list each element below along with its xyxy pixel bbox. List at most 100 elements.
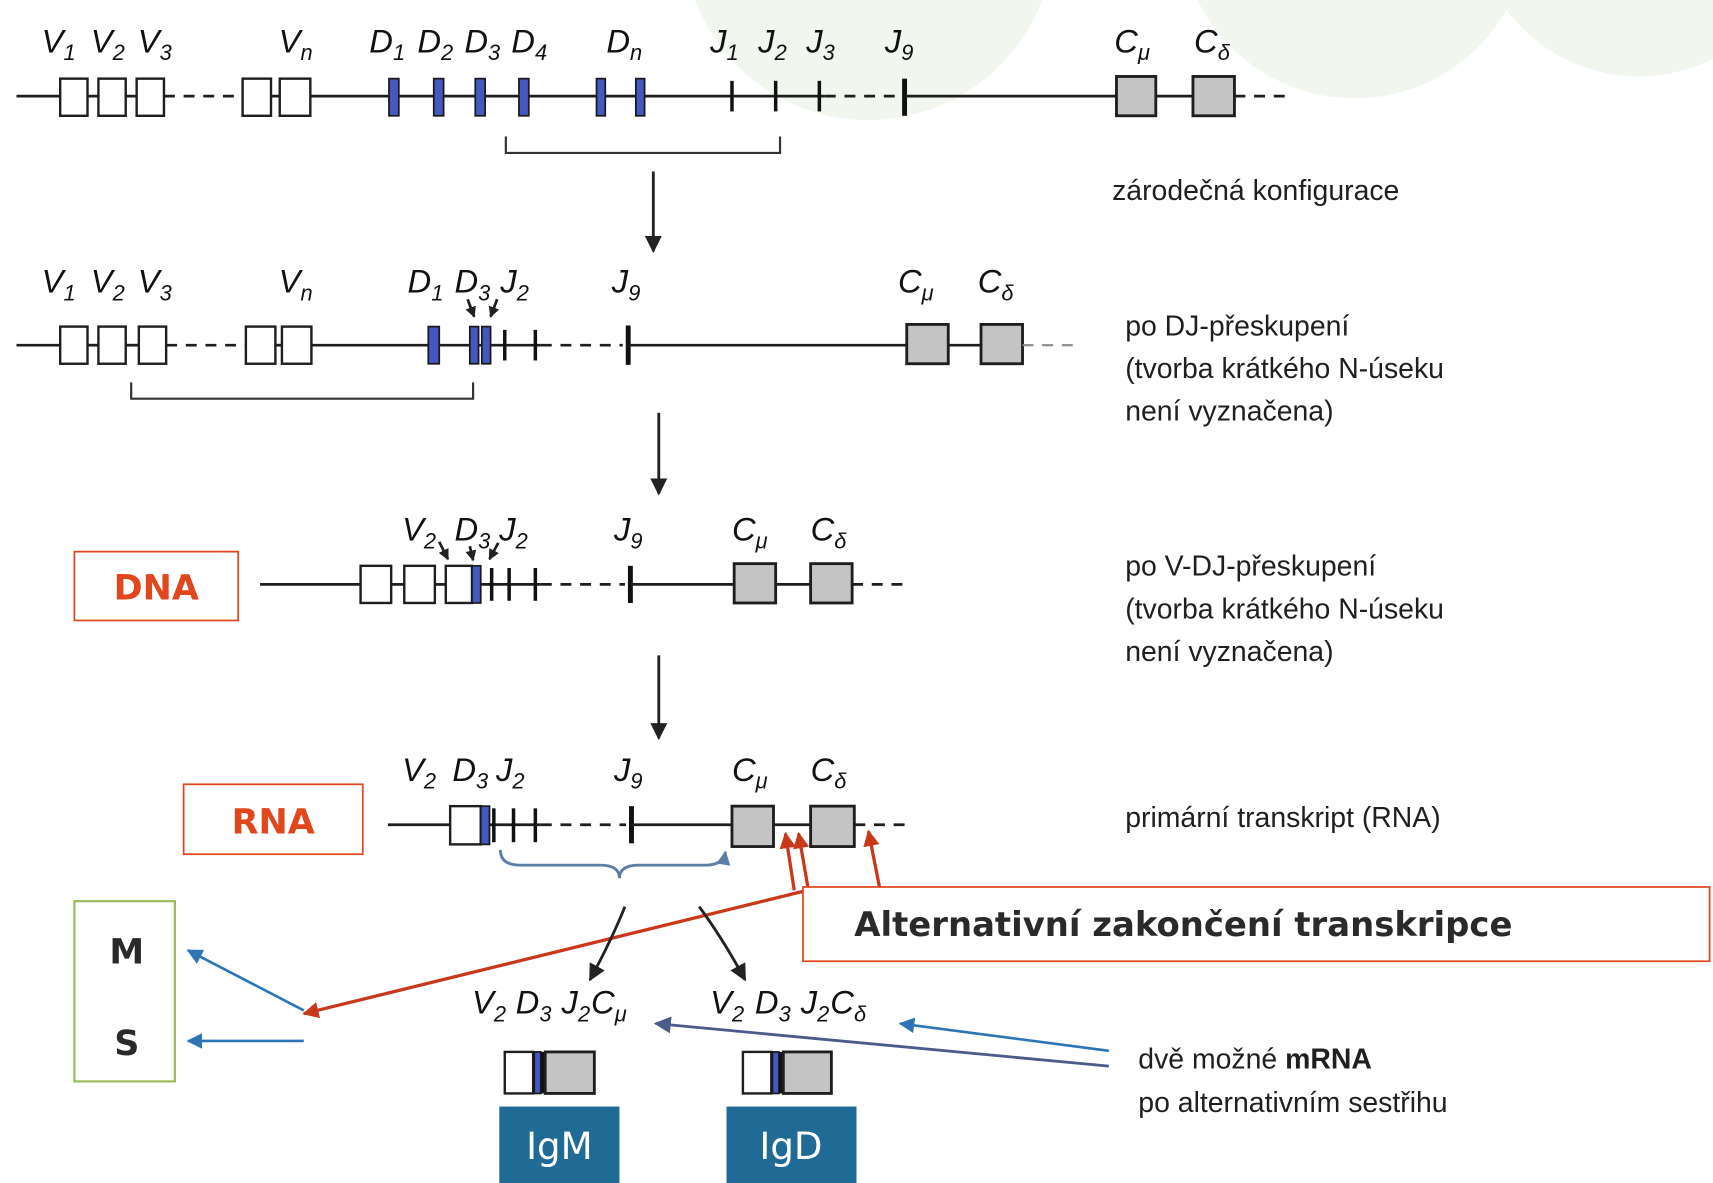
igd-label-c-delta: Cδ	[830, 984, 867, 1027]
germline-label-d3: D3	[464, 22, 500, 65]
mrna-row: V2 D3 J2 Cμ V2 D3 J2 Cδ IgM IgD dvě možn…	[472, 984, 1448, 1183]
background-circle	[1197, 0, 1512, 99]
junction-pointer	[488, 542, 500, 561]
splice-arrow-igm	[588, 906, 627, 982]
membrane-secreted-box	[73, 900, 176, 1083]
rna-label-d3: D3	[452, 751, 488, 794]
igm-label-d3: D3	[516, 984, 552, 1027]
germline-label-v2: V2	[91, 22, 125, 65]
mrna-pointer-igm	[653, 1016, 1109, 1068]
d3-j2-junction	[480, 325, 492, 365]
germline-label-vn: Vn	[279, 22, 313, 65]
igd-label-j2: J2	[800, 984, 830, 1027]
termination-to-ms-arrow	[302, 889, 804, 1019]
dj-label-v1: V1	[42, 263, 76, 306]
d-segment-2	[468, 325, 480, 365]
vdj-description-line-2: (tvorba krátkého N-úseku	[1125, 593, 1444, 625]
germline-label-d2: D2	[417, 22, 453, 65]
to-membrane-arrow	[186, 949, 305, 1012]
termination-arrow	[793, 831, 811, 891]
igd-label-d3: D3	[755, 984, 791, 1027]
v-segment-1	[58, 77, 89, 117]
germline-label-j9: J9	[884, 22, 914, 65]
c-mu-exon	[730, 804, 775, 848]
c-delta-exon	[979, 323, 1024, 366]
background-circle	[694, 0, 1043, 121]
igm-c-mu-exon	[543, 1050, 596, 1095]
alternative-termination-box	[802, 886, 1711, 963]
igm-label-j2: J2	[561, 984, 591, 1027]
igd-c-delta-exon	[781, 1050, 833, 1095]
dj-label-j9: J9	[611, 263, 641, 306]
rna-tag: RNA	[232, 802, 315, 842]
c-mu-exon	[1115, 75, 1158, 118]
v-segment-3	[137, 325, 168, 365]
d-segment-n	[634, 77, 646, 117]
v-segment-2	[97, 325, 127, 365]
spliced-intron-brace	[498, 849, 731, 879]
vdj-label-j9: J9	[613, 511, 643, 554]
vdj-description-line-3: není vyznačena)	[1125, 636, 1333, 668]
igd-label: IgD	[759, 1125, 822, 1168]
dna-tag: DNA	[114, 569, 199, 609]
dj-description-line-2: (tvorba krátkého N-úseku	[1125, 353, 1444, 385]
junction-pointer	[488, 298, 500, 318]
igm-box	[499, 1106, 620, 1183]
germline-label-j2: J2	[757, 22, 787, 65]
dna-tag-box	[73, 550, 240, 622]
c-delta-exon	[809, 562, 854, 605]
rna-label-j2: J2	[495, 751, 525, 794]
termination-arrow	[863, 829, 882, 888]
junction-pointer	[465, 545, 477, 562]
igd-vdj-exon	[741, 1050, 773, 1095]
mrna-description-line-1: dvě možné mRNA	[1138, 1043, 1372, 1075]
v-dj-joining-bracket	[130, 382, 475, 400]
dj-label-c-mu: Cμ	[898, 263, 934, 306]
membrane-form-label: M	[109, 932, 144, 972]
rna-label-c-delta: Cδ	[811, 751, 848, 794]
igd-d-segment	[771, 1051, 780, 1095]
igd-j-segment	[778, 1051, 784, 1094]
germline-description: zárodečná konfigurace	[1112, 175, 1399, 207]
vdj-label-d3: D3	[455, 511, 491, 554]
mrna-description-bold: mRNA	[1285, 1043, 1372, 1075]
termination-arrows	[302, 829, 882, 1019]
v2-segment	[448, 804, 482, 846]
germline-label-v1: V1	[42, 22, 76, 65]
rna-label-c-mu: Cμ	[732, 751, 768, 794]
rna-label-j9: J9	[613, 751, 643, 794]
c-delta-exon	[809, 804, 856, 848]
igm-label-c-mu: Cμ	[591, 984, 627, 1027]
c-mu-exon	[905, 323, 950, 366]
germline-label-c-delta: Cδ	[1194, 22, 1231, 65]
vdj-label-j2: J2	[498, 511, 528, 554]
germline-label-v3: V3	[138, 22, 172, 65]
rna-tag-box	[182, 783, 364, 856]
mrna-description-prefix: dvě možné	[1138, 1043, 1285, 1075]
vdj-label-c-delta: Cδ	[811, 511, 848, 554]
d-segment-1	[388, 77, 400, 117]
igm-d-segment	[533, 1051, 542, 1095]
termination-arrow	[779, 831, 796, 891]
v-segment-1	[58, 325, 89, 365]
germline-label-j3: J3	[805, 22, 835, 65]
v-segment-3	[135, 77, 166, 117]
dj-label-j2: J2	[499, 263, 529, 306]
v2-segment	[444, 564, 474, 605]
v-segment	[359, 564, 393, 605]
dj-description-line-1: po DJ-přeskupení	[1125, 310, 1349, 342]
germline-label-j1: J1	[709, 22, 739, 65]
dj-label-vn: Vn	[279, 263, 313, 306]
dj-label-v2: V2	[91, 263, 125, 306]
dj-joining-bracket	[504, 136, 782, 155]
vdj-label-c-mu: Cμ	[732, 511, 768, 554]
secreted-form-label: S	[114, 1024, 139, 1064]
d3-segment	[471, 564, 482, 604]
vdj-label-v2: V2	[402, 511, 436, 554]
splice-arrow-igd	[698, 905, 747, 982]
germline-label-d1: D1	[369, 22, 405, 65]
dj-label-d1: D1	[408, 263, 444, 306]
germline-row: V1 V2 V3 Vn D1 D2 D3 D4 Dn J1 J2 J3 J9 C…	[16, 22, 1399, 207]
igm-label-v2: V2	[472, 984, 506, 1027]
